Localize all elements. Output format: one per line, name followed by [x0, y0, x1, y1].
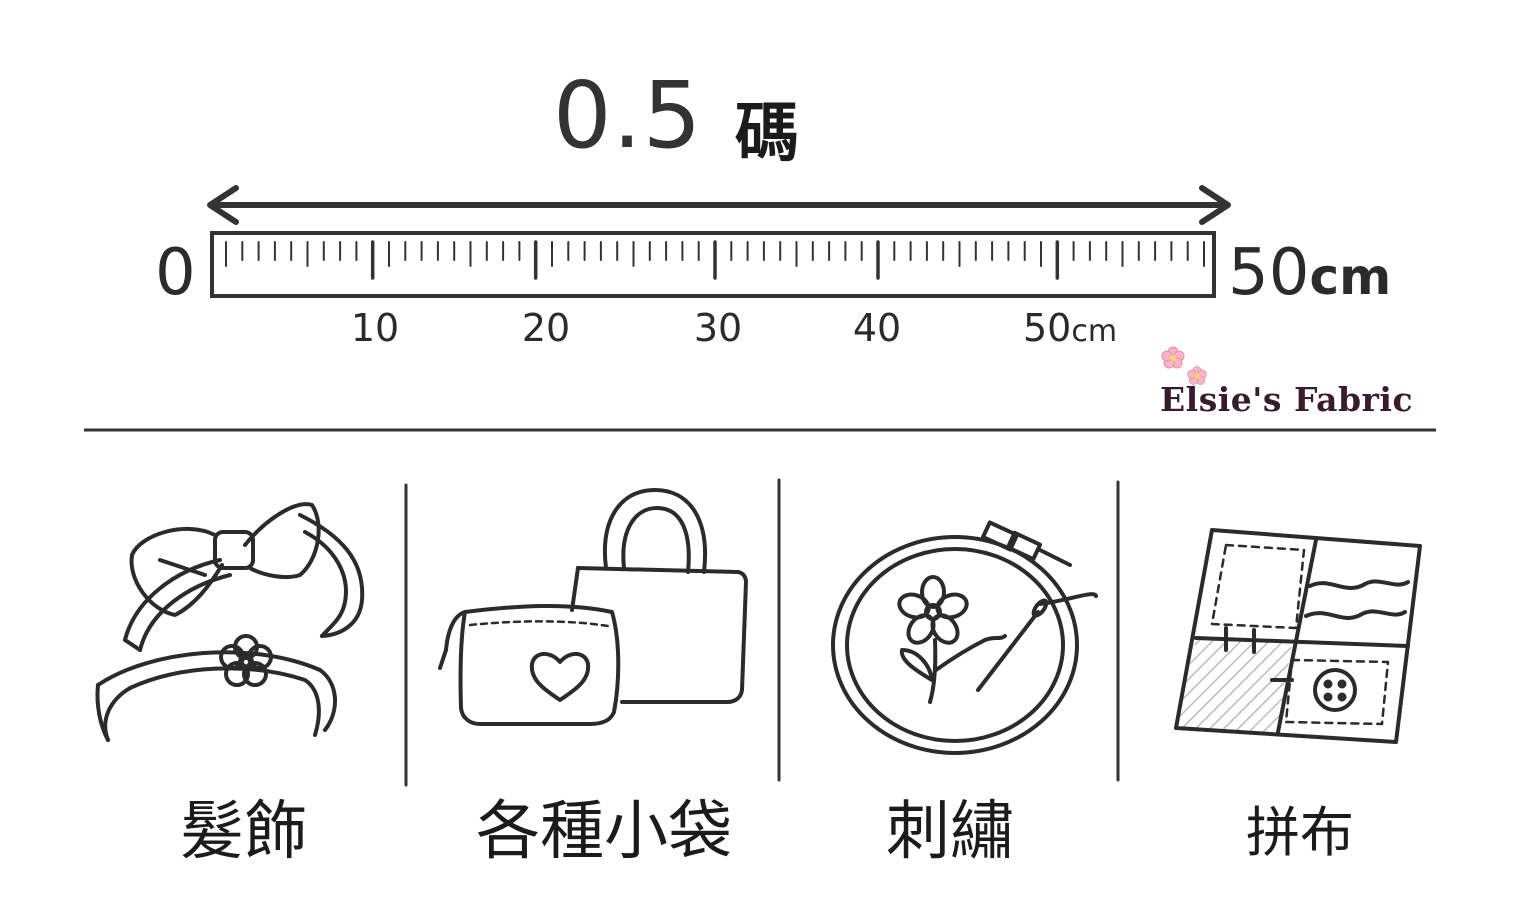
tick-label-unit: cm: [1071, 314, 1118, 349]
tick-label: 30: [693, 306, 743, 350]
embroidery-hoop-icon: [831, 520, 1098, 755]
double-arrow-icon: [207, 185, 1231, 225]
category-label-hair-accessories: 髮飾: [180, 795, 308, 869]
brand-name: Elsie's Fabric: [1160, 380, 1414, 419]
ruler-end-unit: cm: [1309, 248, 1392, 306]
bags-icon: [438, 488, 748, 726]
category-label-pouches: 各種小袋: [476, 795, 732, 869]
category-label-embroidery: 刺繡: [886, 795, 1014, 869]
tick-label-last: 50cm: [1023, 306, 1117, 350]
tick-label: 20: [521, 306, 571, 350]
tick-label: 40: [852, 306, 902, 350]
length-unit: 碼: [735, 97, 799, 171]
hair-accessory-icon: [95, 502, 365, 742]
ruler-body: [210, 231, 1216, 298]
length-value: 0.5: [553, 62, 703, 169]
flower-icon: [1161, 346, 1207, 385]
tick-label-value: 50: [1022, 306, 1072, 350]
ruler-end-label: 50cm: [1228, 236, 1391, 310]
ruler-start-label: 0: [155, 236, 196, 310]
ruler-end-value: 50: [1228, 236, 1310, 310]
tick-label: 10: [350, 306, 400, 350]
patchwork-icon: [1174, 528, 1422, 744]
category-label-patchwork: 拼布: [1246, 801, 1354, 864]
